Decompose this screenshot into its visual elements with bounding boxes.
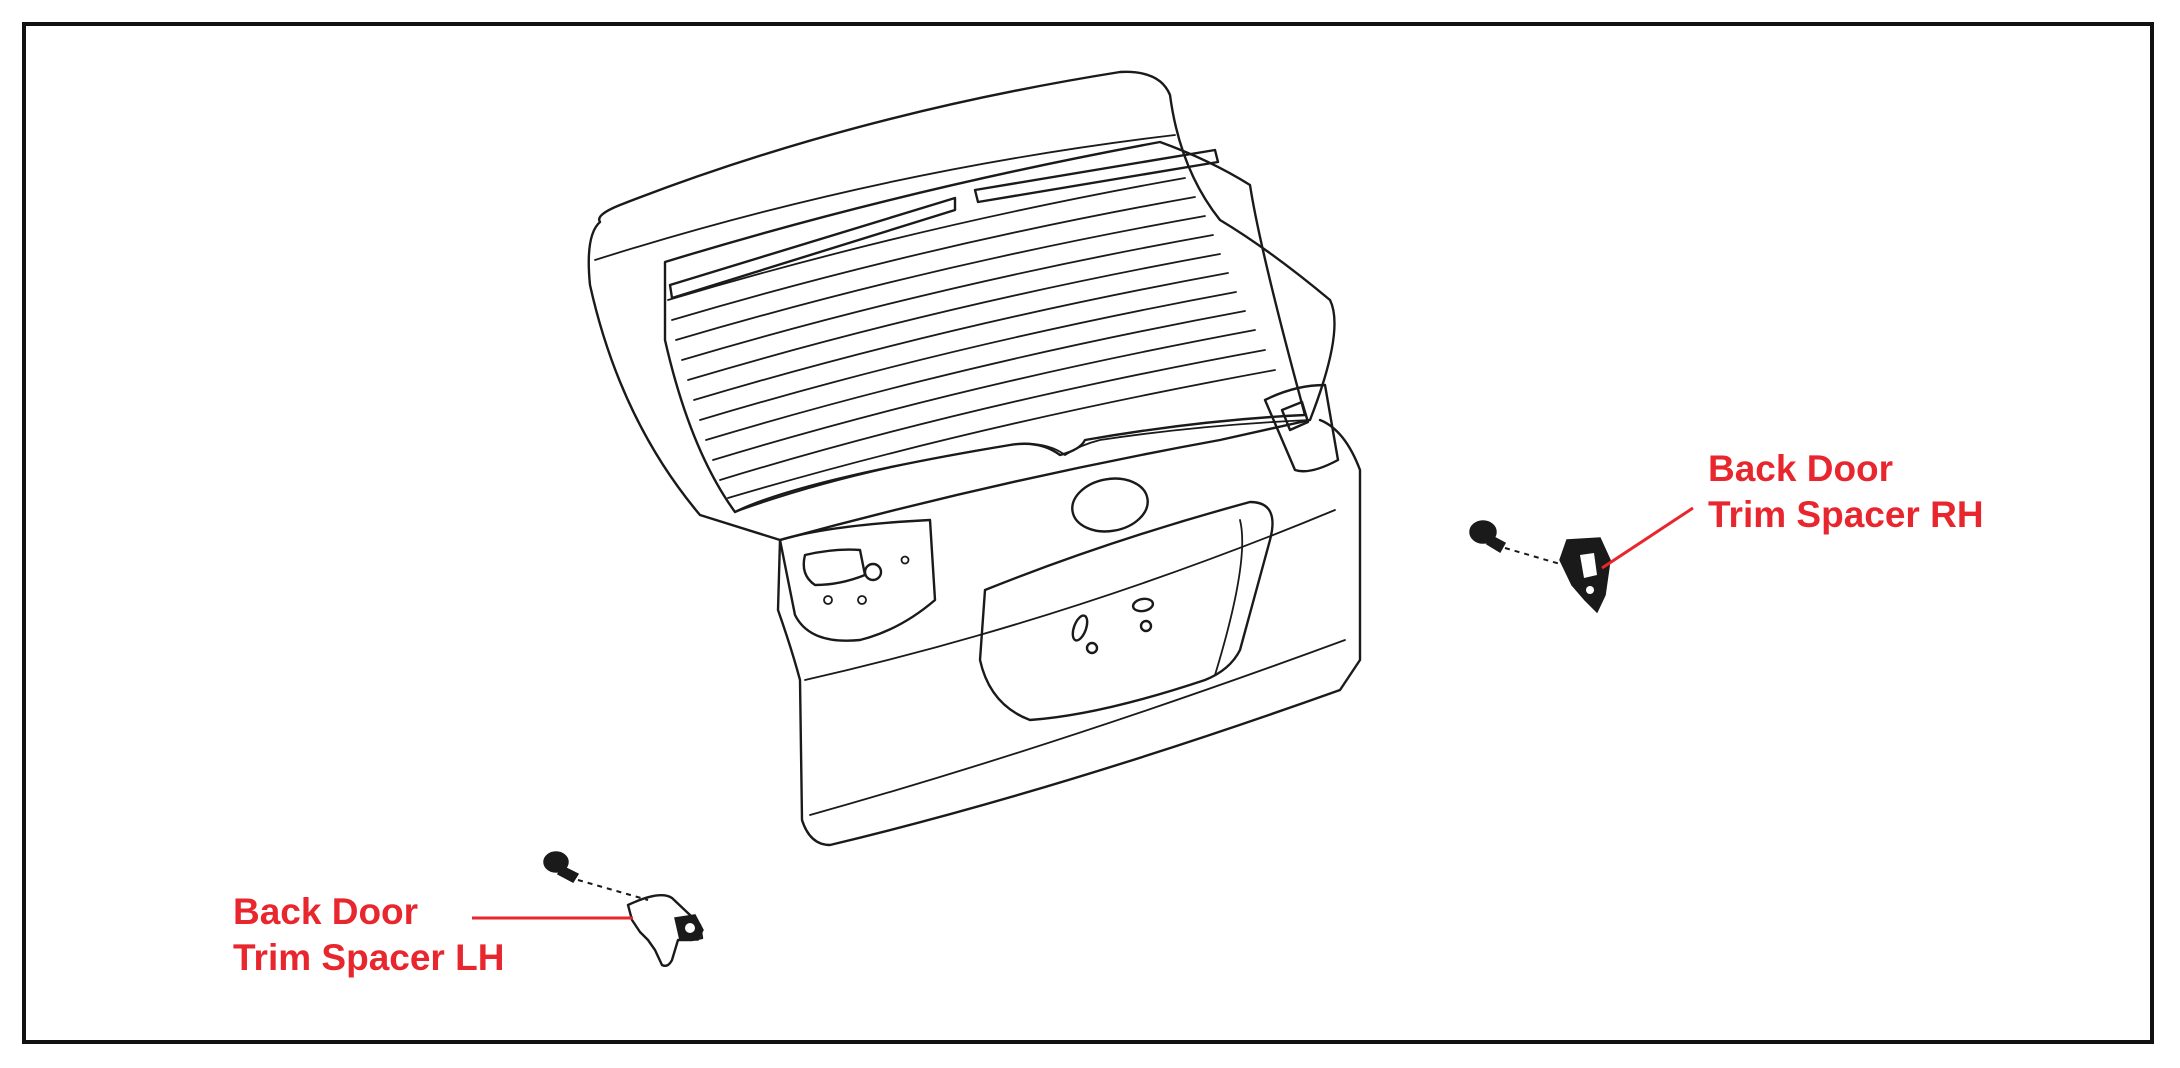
label-lh-line2: Trim Spacer LH	[233, 937, 505, 978]
back-door-trim-spacer-lh	[626, 894, 704, 968]
label-trim-spacer-lh: Back Door Trim Spacer LH	[233, 889, 504, 981]
diagram-border	[22, 22, 2154, 1044]
label-lh-line1: Back Door	[233, 891, 419, 932]
label-rh-line1: Back Door	[1708, 448, 1894, 489]
back-door-trim-spacer-rh	[1559, 537, 1611, 614]
screw-rh	[1469, 520, 1568, 567]
screw-lh	[543, 851, 649, 901]
label-rh-line2: Trim Spacer RH	[1708, 494, 1984, 535]
label-trim-spacer-rh: Back Door Trim Spacer RH	[1708, 446, 1984, 538]
back-door	[587, 70, 1362, 847]
leader-line-rh	[1601, 506, 1694, 570]
